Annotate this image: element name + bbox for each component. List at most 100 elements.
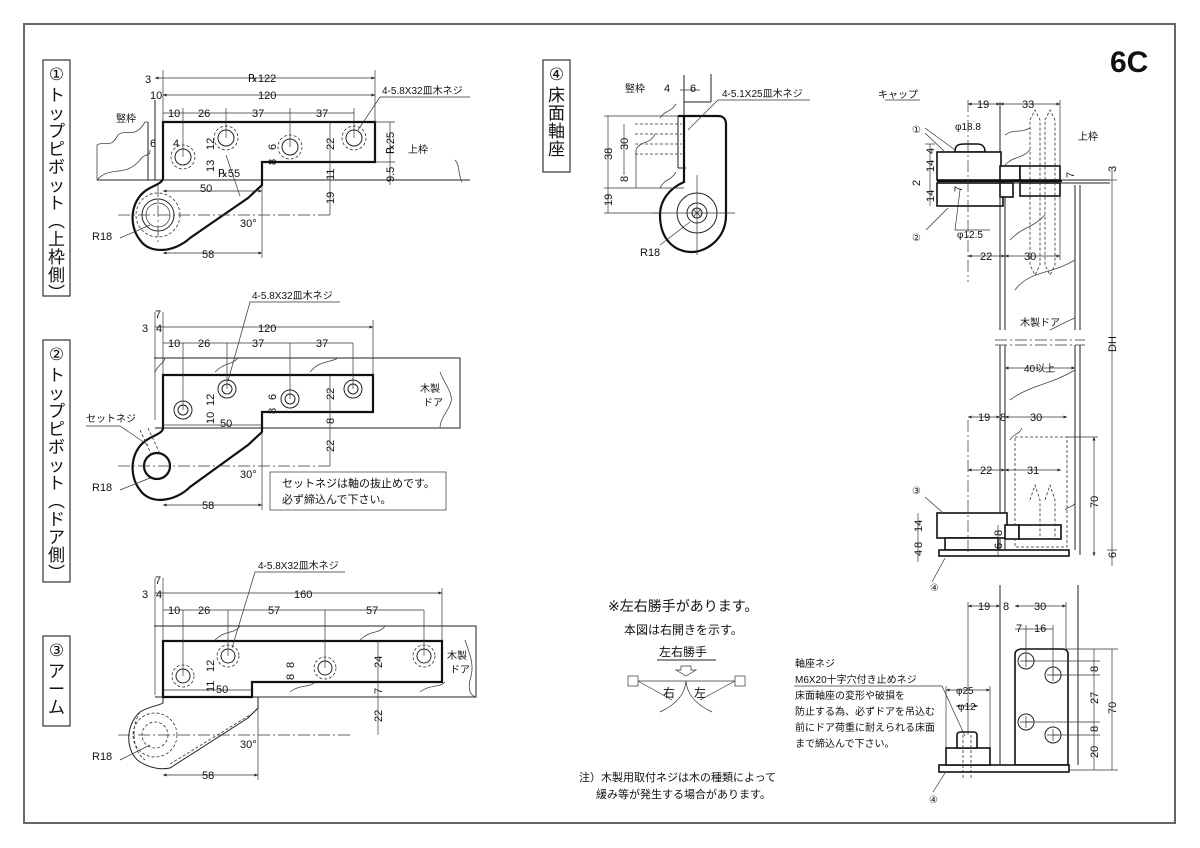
dim-phi12: φ12 (958, 702, 976, 713)
section-title-char: ︶ (48, 564, 65, 583)
section-title-char: プ (48, 122, 65, 141)
dim-3: 3 (145, 74, 151, 86)
dim-26: 26 (198, 605, 210, 617)
dim-24: 24 (373, 656, 385, 668)
sheet-border (23, 23, 1176, 824)
dim-t14a: 14 (925, 160, 937, 172)
label-frame-top: 上枠 (408, 143, 428, 156)
dim-b70: 70 (1089, 496, 1101, 508)
section-title-char: 面 (548, 104, 565, 123)
shaft-base (945, 747, 991, 766)
dim-b30: 30 (1030, 412, 1042, 424)
section-4-number: ④ (549, 65, 564, 84)
callout-4a: ④ (930, 583, 939, 594)
label-door: 木製 (420, 382, 440, 395)
floor-pivot-detail-drawing: ④ 軸座ネジ M6X20十字穴付き止めネジ 床面軸座の変形や破損を 防止する為、… (794, 585, 1119, 806)
dim-4: 4 (173, 138, 179, 150)
dim-8b: 8 (285, 674, 297, 680)
footnote-line1: 注）木製用取付ネジは木の種類によって (579, 770, 776, 784)
dim-p25: ℞25 (385, 132, 397, 154)
section-title-char: 側 (48, 546, 65, 565)
dim-b4: 4 (913, 550, 925, 556)
dim-t7: 7 (1065, 172, 1077, 178)
dim-57a: 57 (268, 605, 280, 617)
dim-22b: 22 (325, 440, 337, 452)
shaft-screw (956, 731, 978, 749)
dim-8b: 8 (325, 418, 337, 424)
section-title-char: ト (48, 474, 65, 493)
dim-12: 12 (205, 138, 217, 150)
dim-9-5: 9.5 (385, 167, 397, 182)
label-door2: ドア (450, 665, 470, 676)
dim-4: 4 (156, 589, 162, 601)
dim-b6: 6 (993, 543, 1005, 549)
shaft-screw-title: 軸座ネジ (795, 657, 835, 670)
dim-t2: 2 (911, 180, 923, 186)
label-door2: ドア (423, 398, 443, 409)
label-angle: 30° (240, 739, 257, 751)
down-arrow-icon (674, 665, 698, 677)
screw-spec-3: 4-5.8X32皿木ネジ (258, 560, 339, 572)
dim-t14b: 14 (925, 190, 937, 202)
floor-note-line2: 防止する為、必ずドアを吊込む (795, 705, 935, 718)
shaft-screw-spec: M6X20十字穴付き止めネジ (795, 673, 917, 686)
dim-10: 10 (168, 605, 180, 617)
top-pivot-door-side-drawing: セットネジは軸の抜止めです。 必ず締込んで下さい。 7 3 4 120 10 2… (86, 290, 461, 512)
dim-19: 19 (603, 194, 615, 206)
hand-left-label: 左 (694, 685, 706, 700)
dim-b31: 31 (1027, 465, 1039, 477)
dim-37a: 37 (252, 108, 264, 120)
section-title-char: 軸 (548, 122, 565, 141)
section-title-char: ア (48, 662, 65, 681)
floor-pivot-plate-drawing: 竪枠 4 6 4-5.1X25皿木ネジ 38 30 8 19 R18 (603, 74, 810, 259)
dim-26: 26 (198, 108, 210, 120)
dim-f16: 16 (1034, 623, 1046, 635)
section-title-char: ピ (48, 420, 65, 439)
dim-p55: ℞55 (218, 168, 240, 180)
floor-plate-upright (1014, 648, 1069, 766)
arm-drawing: 7 3 4 160 10 26 57 57 50 58 12 11 8 8 24… (92, 560, 477, 782)
section-title-char: ム (48, 698, 65, 717)
dim-6: 6 (690, 83, 696, 95)
handedness-note: ※左右勝手があります。 本図は右開きを示す。 左右勝手 右 左 (608, 598, 758, 713)
dim-6: 6 (267, 394, 279, 400)
dim-phi25: φ25 (956, 686, 974, 697)
dim-10: 10 (168, 338, 180, 350)
label-radius: R18 (640, 247, 660, 259)
section-title-char: ト (48, 86, 65, 105)
dim-f30: 30 (1034, 601, 1046, 613)
dim-120: 120 (258, 323, 276, 335)
dim-10b: 10 (205, 412, 217, 424)
label-frame-vertical: 竪枠 (116, 112, 136, 125)
label-radius: R18 (92, 482, 112, 494)
section-title-char: ッ (48, 176, 65, 195)
dim-50: 50 (220, 418, 232, 430)
floor-note-line1: 床面軸座の変形や破損を (795, 689, 905, 702)
section-title-char: 枠 (48, 248, 65, 267)
pivot-plate-1 (131, 120, 377, 251)
top-pivot-frame-side-drawing: 3 10 ℞122 120 10 26 37 37 6 4 ℞55 50 58 … (92, 70, 470, 261)
set-screw-note-line2: 必ず締込んで下さい。 (282, 492, 391, 506)
dim-7: 7 (155, 309, 161, 321)
dim-4: 4 (156, 323, 162, 335)
section-title-char: プ (48, 402, 65, 421)
dim-t19: 19 (977, 99, 989, 111)
top-pivot-block-1 (936, 151, 1002, 181)
dim-58: 58 (202, 500, 214, 512)
dim-26: 26 (198, 338, 210, 350)
section-3-number: ③ (49, 641, 64, 660)
label-angle: 30° (240, 218, 257, 230)
dim-b6b: 6 (1107, 552, 1119, 558)
pivot-cap (954, 143, 986, 153)
dim-f20: 20 (1089, 746, 1101, 758)
label-radius: R18 (92, 751, 112, 763)
dim-f70: 70 (1107, 702, 1119, 714)
label-dh: DH (1107, 336, 1119, 352)
section-title-char: 床 (548, 86, 565, 105)
dim-30: 30 (619, 138, 631, 150)
dim-6: 6 (150, 138, 156, 150)
dim-f7: 7 (1016, 623, 1022, 635)
dim-22: 22 (373, 710, 385, 722)
